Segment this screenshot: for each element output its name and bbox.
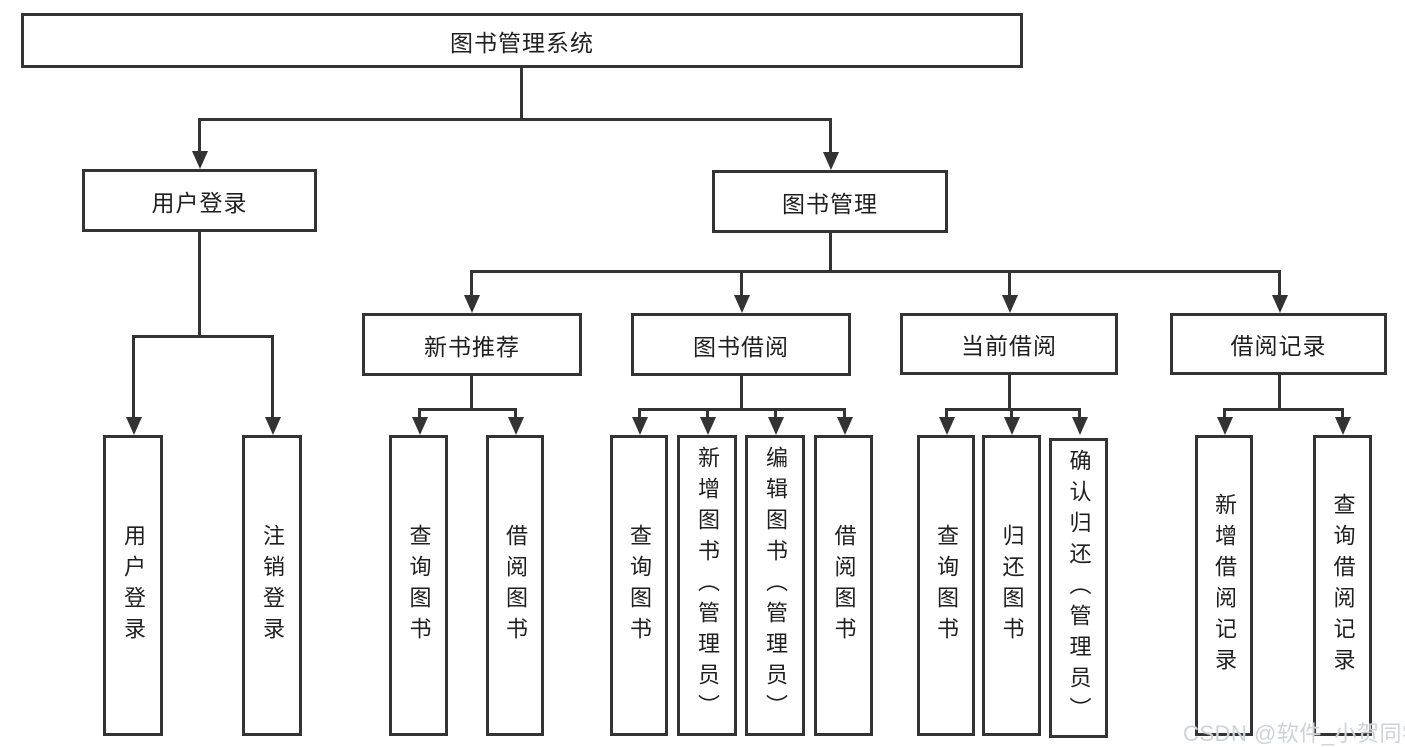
node-label: 图书管理系统 [450, 29, 594, 56]
arrow-down-icon [1003, 408, 1020, 435]
node-book-borrow: 图书借阅 [631, 313, 851, 376]
leaf-return-book: 归还图书 [982, 435, 1041, 736]
leaf-borrow-query-books: 查询图书 [610, 435, 668, 736]
connector-user-login-bus [132, 335, 274, 338]
arrow-down-icon [411, 408, 428, 435]
node-label: 当前借阅 [961, 333, 1057, 359]
arrow-down-icon [938, 408, 955, 435]
node-label: 借阅记录 [1230, 333, 1327, 359]
arrow-down-icon [1071, 408, 1088, 435]
leaf-borrow-book: 借阅图书 [814, 435, 873, 736]
arrow-down-icon [767, 408, 784, 435]
arrow-down-icon [1216, 408, 1233, 435]
leaf-recommend-query-books: 查询图书 [389, 435, 448, 736]
leaf-label: 用户登录 [121, 523, 146, 648]
leaf-label: 查询借阅记录 [1330, 492, 1356, 679]
node-root-system: 图书管理系统 [21, 13, 1023, 68]
connector-book-mgmt-stub [829, 233, 832, 273]
connector-current-stub [1008, 375, 1011, 411]
leaf-label: 归还图书 [999, 523, 1025, 648]
arrow-down-icon [1334, 408, 1351, 435]
node-label: 用户登录 [151, 189, 248, 216]
arrow-down-icon [463, 270, 480, 313]
arrow-down-icon [836, 408, 853, 435]
arrow-down-icon [631, 408, 648, 435]
leaf-query-borrow-record: 查询借阅记录 [1313, 435, 1372, 736]
connector-user-login-stub [198, 232, 201, 338]
connector-recommend-bus [418, 408, 517, 411]
arrow-down-icon [733, 270, 750, 313]
leaf-user-login: 用户登录 [103, 435, 163, 736]
arrow-down-icon [699, 408, 716, 435]
connector-records-stub [1278, 375, 1281, 411]
leaf-label: 确认归还（管理员） [1066, 448, 1092, 728]
leaf-edit-book-admin: 编辑图书（管理员） [745, 435, 805, 736]
node-label: 图书管理 [782, 190, 878, 217]
leaf-add-borrow-record: 新增借阅记录 [1195, 435, 1253, 736]
leaf-label: 查询图书 [627, 523, 652, 648]
leaf-label: 借阅图书 [503, 523, 528, 648]
node-user-login-module: 用户登录 [82, 169, 317, 232]
leaf-label: 新增借阅记录 [1212, 492, 1237, 679]
connector-borrow-bus [638, 408, 845, 411]
node-current-borrow: 当前借阅 [900, 313, 1118, 375]
arrow-down-icon [264, 335, 281, 435]
leaf-label: 查询图书 [406, 523, 432, 648]
connector-root-trunk [520, 68, 523, 118]
node-label: 新书推荐 [424, 333, 520, 360]
connector-level3-bus [470, 270, 1281, 273]
leaf-label: 查询图书 [934, 523, 959, 648]
arrow-down-icon [125, 335, 142, 435]
node-book-management-module: 图书管理 [712, 170, 948, 233]
leaf-add-book-admin: 新增图书（管理员） [677, 435, 737, 736]
connector-borrow-stub [740, 376, 743, 411]
leaf-label: 编辑图书（管理员） [763, 446, 788, 725]
leaf-current-query-books: 查询图书 [917, 435, 975, 736]
arrow-down-icon [1001, 270, 1018, 313]
arrow-down-icon [191, 118, 208, 169]
leaf-label: 注销登录 [260, 523, 285, 648]
csdn-watermark: CSDN @软件_小贺同学 [1183, 721, 1405, 746]
arrow-down-icon [822, 118, 839, 170]
connector-level2-bus [198, 118, 832, 121]
leaf-label: 借阅图书 [831, 523, 857, 648]
leaf-confirm-return-admin: 确认归还（管理员） [1049, 438, 1108, 738]
connector-recommend-stub [470, 376, 473, 411]
arrow-down-icon [507, 408, 524, 435]
connector-records-bus [1223, 408, 1343, 411]
leaf-recommend-borrow-books: 借阅图书 [486, 435, 544, 736]
node-label: 图书借阅 [693, 333, 789, 360]
leaf-logout: 注销登录 [242, 435, 302, 736]
leaf-label: 新增图书（管理员） [695, 446, 720, 725]
node-borrow-records: 借阅记录 [1170, 313, 1387, 375]
arrow-down-icon [1271, 270, 1288, 313]
node-new-book-recommend: 新书推荐 [362, 313, 582, 376]
